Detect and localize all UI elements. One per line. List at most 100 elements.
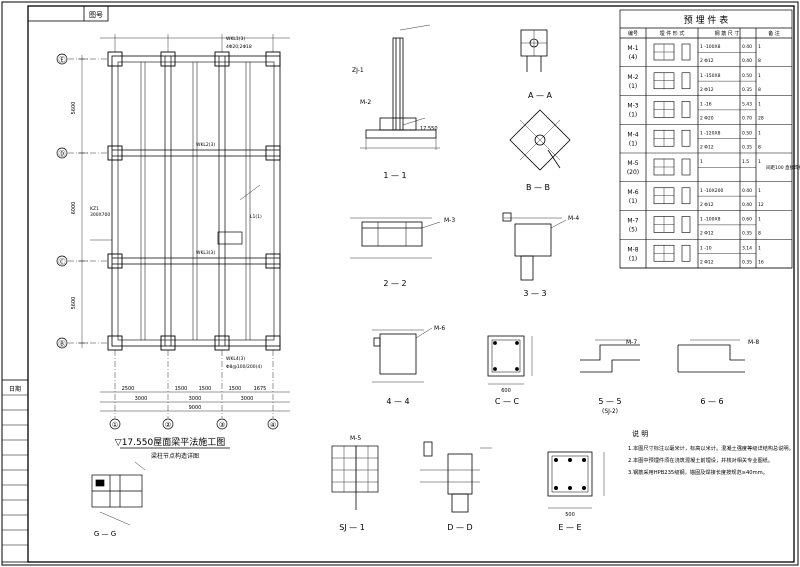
table-row-sketch-side (681, 158, 691, 176)
left-stamp-column: 日期 (1, 379, 29, 563)
axis-label-e: Ⓔ (59, 56, 66, 64)
title-tab: 图号 (27, 5, 109, 22)
section-sj-1-title: SJ — 1 (339, 523, 365, 532)
table-row-qty: (1) (629, 83, 638, 90)
notes-title: 说 明 (632, 429, 648, 438)
table-row-cnt2: 16 (758, 259, 764, 265)
dim-b1-0: 2500 (122, 386, 135, 392)
dim-b1-2: 1500 (199, 386, 212, 392)
section-2-2 (350, 217, 441, 259)
sidebar-label: 日期 (9, 385, 21, 393)
m2-label: M-2 (360, 99, 371, 106)
section-a-a (520, 29, 548, 72)
dim-b1-3: 1500 (229, 386, 242, 392)
m5-label: M-5 (350, 435, 361, 442)
section-2-2-title: 2 — 2 (383, 279, 406, 288)
dim-b1-1: 1500 (175, 386, 188, 392)
note-l1: L1(1) (250, 214, 262, 220)
section-c-c-title: C — C (495, 397, 520, 406)
table-row-bar2: 2 Φ12 (700, 87, 714, 93)
table-row-id: M-8 (627, 246, 638, 253)
axis-bubbles: Ⓔ Ⓓ Ⓒ Ⓑ ① ② ③ ④ (56, 53, 279, 430)
table-row-bar1: 1 -10 (700, 245, 712, 251)
section-5-5-title: 5 — 5 (598, 397, 621, 406)
note-stirrup: Φ8@100/200(4) (226, 364, 262, 370)
table-row-qty: (1) (629, 255, 638, 262)
table-row-cnt2: 8 (758, 58, 761, 64)
table-row-cnt1: 1 (758, 130, 761, 136)
table-row-val2: 0.40 (742, 202, 752, 208)
floor-plan (68, 34, 290, 418)
header-note: 备 注 (768, 30, 780, 37)
table-row-cnt1: 1 (758, 245, 761, 251)
table-row-val1: 3.14 (742, 245, 752, 251)
table-row-sketch-side (681, 244, 691, 262)
table-row-id: M-2 (627, 74, 638, 81)
table-row-cnt1: 1 (758, 188, 761, 194)
dim-b1-4: 1675 (254, 386, 267, 392)
m7-label: M-7 (626, 339, 637, 346)
notes-line-2: 2.本图中预埋件须在浇筑混凝土前埋设，并核对相关专业图纸。 (628, 456, 773, 464)
table-row-id: M-1 (627, 45, 638, 52)
table-row-note: 间距100 直接焊接 (766, 164, 800, 171)
table-row-sketch-side (681, 72, 691, 90)
section-5-5 (580, 339, 640, 373)
table-row-sketch-side (681, 101, 691, 118)
table-row-qty: (5) (629, 227, 638, 234)
table-row-val1: 0.50 (742, 130, 752, 136)
table-row-val1: 0.50 (742, 73, 752, 79)
section-d-d (420, 441, 492, 513)
embed-table-title: 预 埋 件 表 (684, 14, 729, 26)
table-row-bar2: 2 Φ20 (700, 116, 714, 122)
note-wkl4: WKL4(3) (226, 356, 245, 362)
axis-label-b: Ⓑ (59, 340, 66, 348)
section-e-e-title: E — E (558, 523, 581, 532)
section-3-3 (502, 212, 567, 281)
axis-label-3: ③ (219, 421, 225, 429)
title-tab-label: 图号 (89, 11, 103, 19)
note-wkl2: WKL2(3) (196, 142, 215, 148)
table-row-val2: 0.35 (742, 87, 752, 93)
table-row-val2: 0.35 (742, 144, 752, 150)
table-row-val1: 5.43 (742, 102, 752, 108)
detail-g-g-title: G — G (94, 530, 116, 538)
section-1-1 (360, 24, 440, 150)
note-wkl1: WKL1(3) (226, 36, 245, 42)
dim-b2-1: 3000 (189, 396, 202, 402)
detail-g-g (91, 461, 146, 526)
note-bars: 4Φ20;2Φ18 (226, 44, 252, 50)
table-row-val1: 0.60 (742, 217, 752, 223)
inner-frame (27, 5, 795, 563)
table-row-id: M-3 (627, 103, 638, 110)
dim-b2-2: 3000 (241, 396, 254, 402)
embed-table-header: 编号 埋 件 形 式 钢 筋 尺 寸 备 注 (628, 30, 780, 37)
table-row-val2: 0.70 (742, 116, 752, 122)
section-e-e-dim: 500 (565, 512, 575, 518)
dim-left-1: 6000 (71, 202, 77, 215)
dim-b2-0: 3000 (135, 396, 148, 402)
section-b-b-title: B — B (526, 183, 550, 192)
notes-block: 说 明 1.本图尺寸标注以毫米计，标高以米计。混凝土强度等级详结构总说明。 2.… (628, 429, 794, 476)
table-row-bar2: 2 Φ12 (700, 58, 714, 64)
table-row-sketch-side (681, 129, 691, 147)
table-row-id: M-7 (627, 218, 638, 225)
section-1-1-title: 1 — 1 (383, 171, 406, 180)
table-row-qty: (1) (629, 198, 638, 205)
table-row-cnt1: 1 (758, 44, 761, 50)
section-4-4 (372, 327, 433, 383)
table-row-cnt2: 8 (758, 231, 761, 237)
section-6-6 (677, 339, 745, 373)
table-row-val1: 1.5 (742, 159, 749, 165)
m3-label: M-3 (444, 217, 455, 224)
axis-label-1: ① (112, 421, 118, 429)
section-1-1-elev: 17.550 (420, 126, 438, 132)
note-kz1: KZ1 (90, 206, 99, 212)
table-row-qty: (1) (629, 112, 638, 119)
section-4-4-title: 4 — 4 (386, 397, 409, 406)
header-form: 埋 件 形 式 (660, 30, 685, 37)
axis-label-c: Ⓒ (59, 258, 66, 266)
header-bars: 钢 筋 尺 寸 (715, 30, 740, 37)
table-row-bar1: 1 -16 (700, 102, 712, 108)
